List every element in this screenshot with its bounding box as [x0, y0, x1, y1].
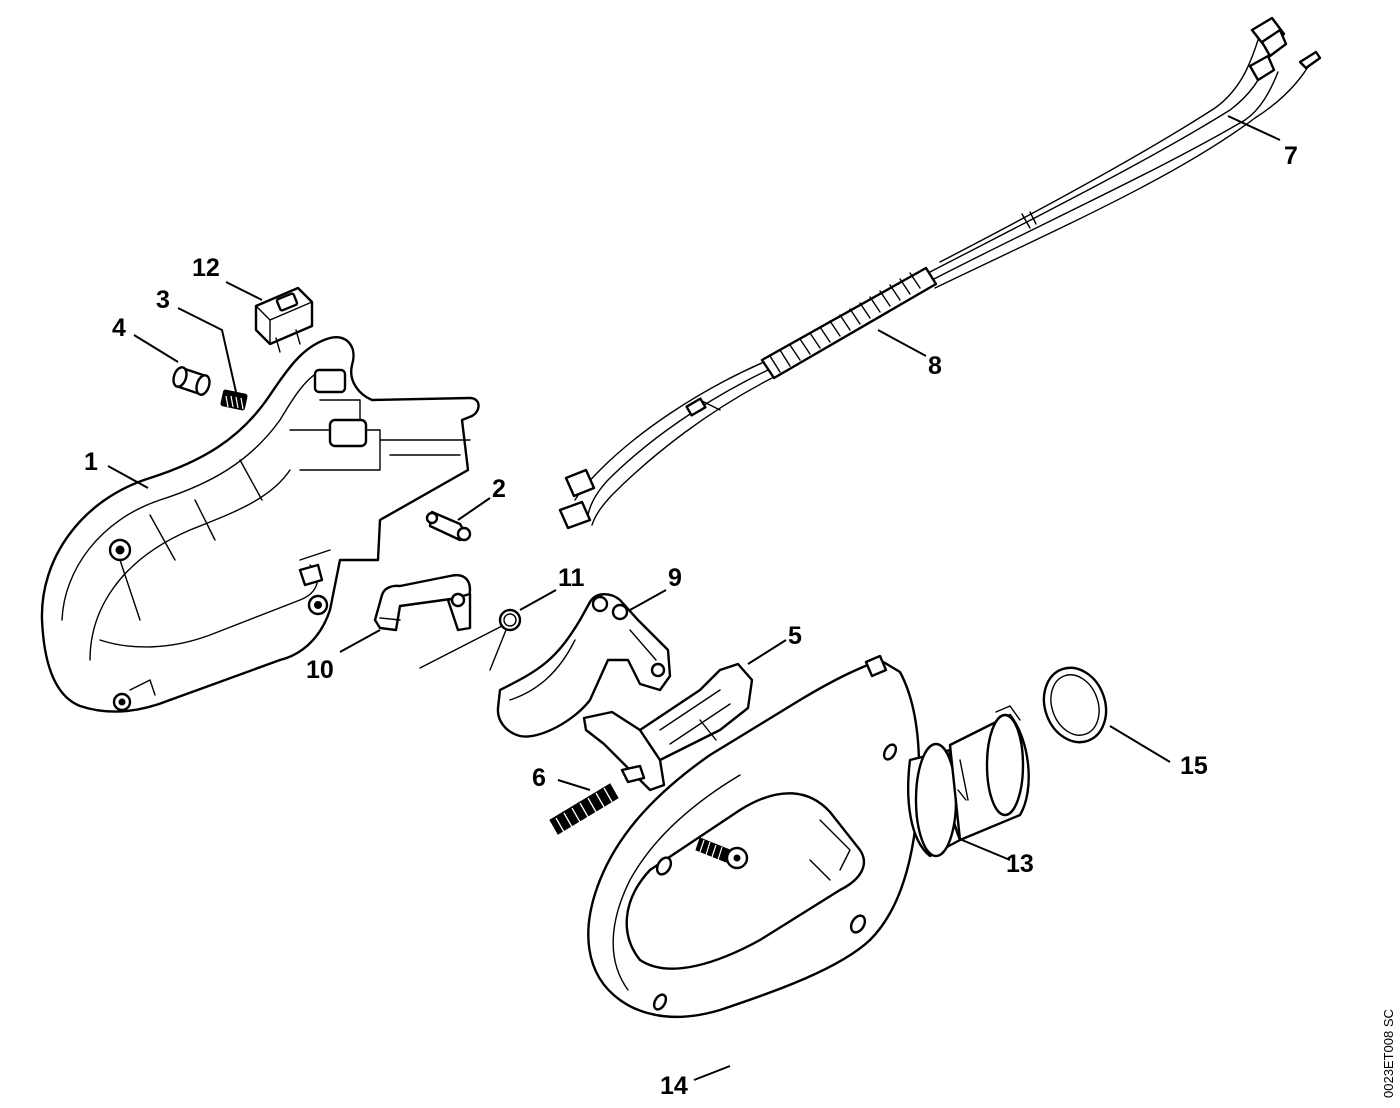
callout-7: 7	[1284, 142, 1298, 170]
callout-1: 1	[84, 448, 98, 476]
callout-8: 8	[928, 352, 942, 380]
leader-8	[877, 329, 927, 357]
callout-11: 11	[558, 564, 585, 592]
part-3-small-spring	[220, 389, 248, 411]
callout-5: 5	[788, 622, 802, 650]
part-12-switch	[254, 286, 314, 353]
part-15-ring	[1042, 666, 1108, 744]
part-11-torsion-spring	[419, 608, 522, 671]
part-8-corrugated-sleeve	[558, 266, 938, 530]
part-7-cable-harness	[699, 16, 1322, 411]
leader-11	[519, 589, 557, 611]
leader-lines	[107, 115, 1281, 1081]
callout-15: 15	[1180, 752, 1208, 780]
leader-5	[747, 639, 787, 665]
part-4-sleeve	[172, 366, 211, 396]
part-10-lever	[373, 574, 472, 632]
part-6-compression-spring	[549, 783, 619, 835]
callout-3: 3	[156, 286, 170, 314]
leader-4	[133, 334, 179, 363]
callout-12: 12	[192, 254, 220, 282]
leader-9	[629, 589, 667, 611]
callout-labels: 1 2 3 4 5 6 7 8 9 10 11 12 13 14 15	[84, 142, 1298, 1100]
leader-6	[557, 779, 591, 791]
callout-13: 13	[1006, 850, 1034, 878]
part-9-trigger	[496, 593, 672, 738]
leader-3	[177, 307, 237, 393]
callout-6: 6	[532, 764, 546, 792]
leader-12	[225, 281, 263, 301]
part-1-handle-housing-left	[40, 335, 480, 713]
leader-7	[1227, 115, 1281, 141]
leader-10	[339, 629, 381, 653]
leader-1	[107, 465, 149, 489]
callout-10: 10	[306, 656, 334, 684]
diagram-code: 0023ET008 SC	[1381, 1009, 1396, 1098]
part-2-pin	[425, 510, 472, 542]
callout-14: 14	[660, 1072, 688, 1100]
callout-4: 4	[112, 314, 126, 342]
part-13-handle-housing-right	[587, 654, 1030, 1019]
leader-2	[457, 497, 491, 521]
callout-9: 9	[668, 564, 682, 592]
part-14-screw	[695, 837, 749, 870]
leader-15	[1109, 725, 1171, 763]
leader-13	[961, 839, 1011, 861]
part-5-lockout-lever	[582, 662, 754, 792]
leader-14	[693, 1065, 731, 1081]
callout-2: 2	[492, 475, 506, 503]
